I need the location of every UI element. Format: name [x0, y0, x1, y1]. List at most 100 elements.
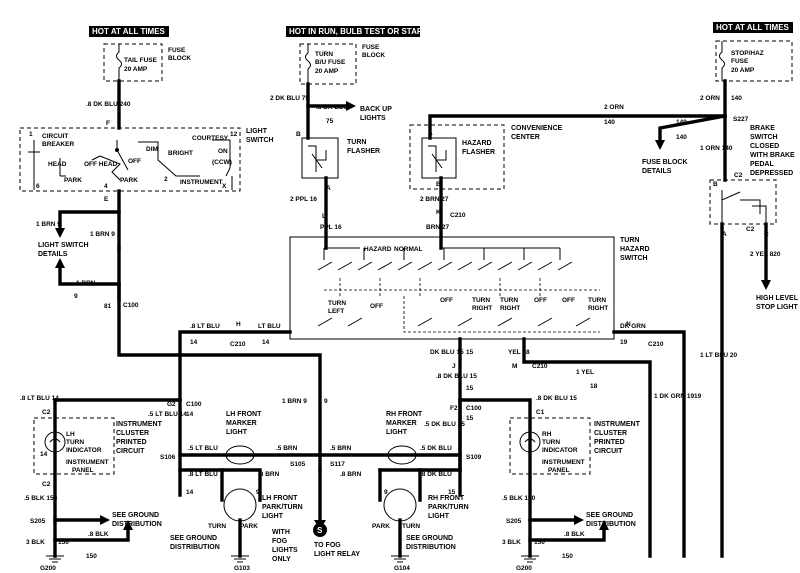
ths-j: J	[452, 363, 456, 370]
ls-courtesy: COURTESY	[192, 135, 229, 142]
ths-k: K	[436, 209, 441, 216]
conn-f2: F2	[450, 405, 458, 412]
rh-bulb-filament	[524, 438, 536, 443]
fuse-block-details-2: DETAILS	[642, 168, 672, 175]
conn-s205-a: S205	[30, 518, 46, 525]
wl-150c: 150	[86, 553, 97, 560]
ths-l: L	[322, 213, 326, 220]
ls-bright: BRIGHT	[168, 150, 193, 157]
lh-cluster-8: INSTRUMENT	[66, 459, 109, 466]
wl-14c: 14	[186, 411, 194, 418]
ths-blades-bottom	[317, 317, 591, 327]
ls-off-head: OFF HEAD	[84, 161, 118, 168]
ground-dist-left-2: DISTRIBUTION	[170, 544, 220, 551]
lh-cluster-5: CLUSTER	[116, 430, 149, 437]
wl-5ltblu: .5 LT BLU	[188, 445, 218, 452]
ls-circuit-breaker-2: BREAKER	[42, 141, 74, 148]
lh-cluster-9: PANEL	[72, 467, 94, 474]
wl-1brn9a: 1 BRN 9	[36, 221, 61, 228]
wl-5blk150b: .5 BLK 150	[502, 495, 536, 502]
brake-switch-title-4: WITH BRAKE	[750, 152, 795, 159]
arrow-see-ground-left	[100, 515, 110, 525]
brake-switch-title-2: SWITCH	[750, 134, 778, 141]
wl-140d: 140	[676, 134, 687, 141]
wl-brn27: BRN 27	[426, 224, 450, 231]
ths-blades-top	[317, 261, 573, 271]
brake-switch-s227: S227	[733, 116, 749, 123]
stop-haz-fuse-label-1: STOP/HAZ	[731, 50, 764, 57]
wl-19b: 19	[694, 393, 702, 400]
ths-off-1: OFF	[370, 303, 383, 310]
convenience-center-box	[409, 124, 505, 190]
wl-5dkblu: .5 DK BLU	[420, 445, 452, 452]
convenience-center-title-1: CONVENIENCE	[511, 125, 563, 132]
ths-internal-bus	[323, 247, 561, 260]
wl-3blk-b: 3 BLK	[502, 539, 521, 546]
ground-dist-right-2: DISTRIBUTION	[406, 544, 456, 551]
arrow-high-level-stop	[761, 280, 771, 290]
wl-8dkblu75: .8 DK BLU	[316, 104, 348, 111]
wl-150b: 150	[534, 539, 545, 546]
rh-park-label: PARK	[372, 523, 390, 530]
wl-150d: 150	[562, 553, 573, 560]
wl-2ppl16: 2 PPL 16	[290, 196, 317, 203]
wire-switch-to-details	[58, 210, 121, 230]
ls-t4: 4	[104, 183, 108, 190]
wire-ground-left-2	[53, 528, 130, 542]
wl-ltblu: LT BLU	[258, 323, 281, 330]
header-hot-run-bg	[286, 26, 420, 37]
rh-cluster-9: PANEL	[548, 467, 570, 474]
fog-only-1: WITH	[272, 529, 290, 536]
turn-flasher-box	[301, 137, 339, 179]
rh-marker-2: MARKER	[386, 420, 417, 427]
high-level-stop-2: STOP LIGHT	[756, 304, 798, 311]
hazard-flasher-title-2: FLASHER	[462, 149, 495, 156]
wire-lh-marker-down	[178, 468, 262, 502]
see-ground-left-2: DISTRIBUTION	[112, 521, 162, 528]
wl-5ltblu14: .5 LT BLU 14	[148, 411, 187, 418]
fog-only-2: FOG	[272, 538, 288, 545]
wire-orn-feed	[428, 79, 727, 140]
stop-haz-fuse-label-3: 20 AMP	[731, 67, 755, 74]
ths-turn-right-2b: RIGHT	[500, 305, 520, 312]
fog-only-4: ONLY	[272, 556, 291, 563]
wl-5blk150a: .5 BLK 150	[24, 495, 58, 502]
light-switch-title-1: LIGHT	[246, 128, 268, 135]
conn-s109: S109	[466, 454, 482, 461]
ls-details-1: LIGHT SWITCH	[38, 242, 89, 249]
ground-symbol-g103	[231, 555, 249, 563]
brake-switch-box	[709, 179, 777, 225]
arrow-fuse-block-details	[655, 140, 665, 150]
to-fog-relay-2: LIGHT RELAY	[314, 551, 360, 558]
brake-switch-a: A	[722, 231, 727, 238]
ground-symbol-g200-left	[46, 555, 64, 563]
hazard-flasher-element	[428, 145, 447, 172]
wl-14a: 14	[190, 339, 198, 346]
ths-n: N	[626, 321, 631, 328]
turn-hazard-title-2: HAZARD	[620, 246, 650, 253]
wl-dkgrn: DK GRN	[620, 323, 646, 330]
wl-1orn140: 1 ORN 140	[700, 145, 733, 152]
wl-yel18: YEL 18	[508, 349, 530, 356]
hazard-flasher-box	[421, 137, 457, 179]
conn-c100-c: C100	[466, 405, 482, 412]
ground-dist-left-1: SEE GROUND	[170, 535, 217, 542]
ths-turn-right-3a: TURN	[588, 297, 606, 304]
arrow-ls-details-up	[55, 258, 65, 268]
wl-8dkblu15: .8 DK BLU 15	[436, 373, 477, 380]
wl-5brn: .5 BRN	[276, 445, 298, 452]
rh-turn-indicator-bulb	[519, 431, 541, 453]
ths-turn-left-2: LEFT	[328, 308, 344, 315]
header-hot-left: HOT AT ALL TIMES	[92, 27, 166, 36]
wl-3blk-a: 3 BLK	[26, 539, 45, 546]
see-ground-left-1: SEE GROUND	[112, 512, 159, 519]
lh-marker-3: LIGHT	[226, 429, 248, 436]
fuse-block-details-1: FUSE BLOCK	[642, 159, 688, 166]
conn-c2-b: C2	[42, 481, 51, 488]
wl-15a: 15	[466, 349, 474, 356]
conn-c2-a: C2	[42, 409, 51, 416]
arrow-see-ground-right	[574, 515, 584, 525]
ths-turn-right-1a: TURN	[472, 297, 490, 304]
wire-rh-park-turn	[378, 468, 422, 502]
wl-9b: 9	[256, 489, 260, 496]
